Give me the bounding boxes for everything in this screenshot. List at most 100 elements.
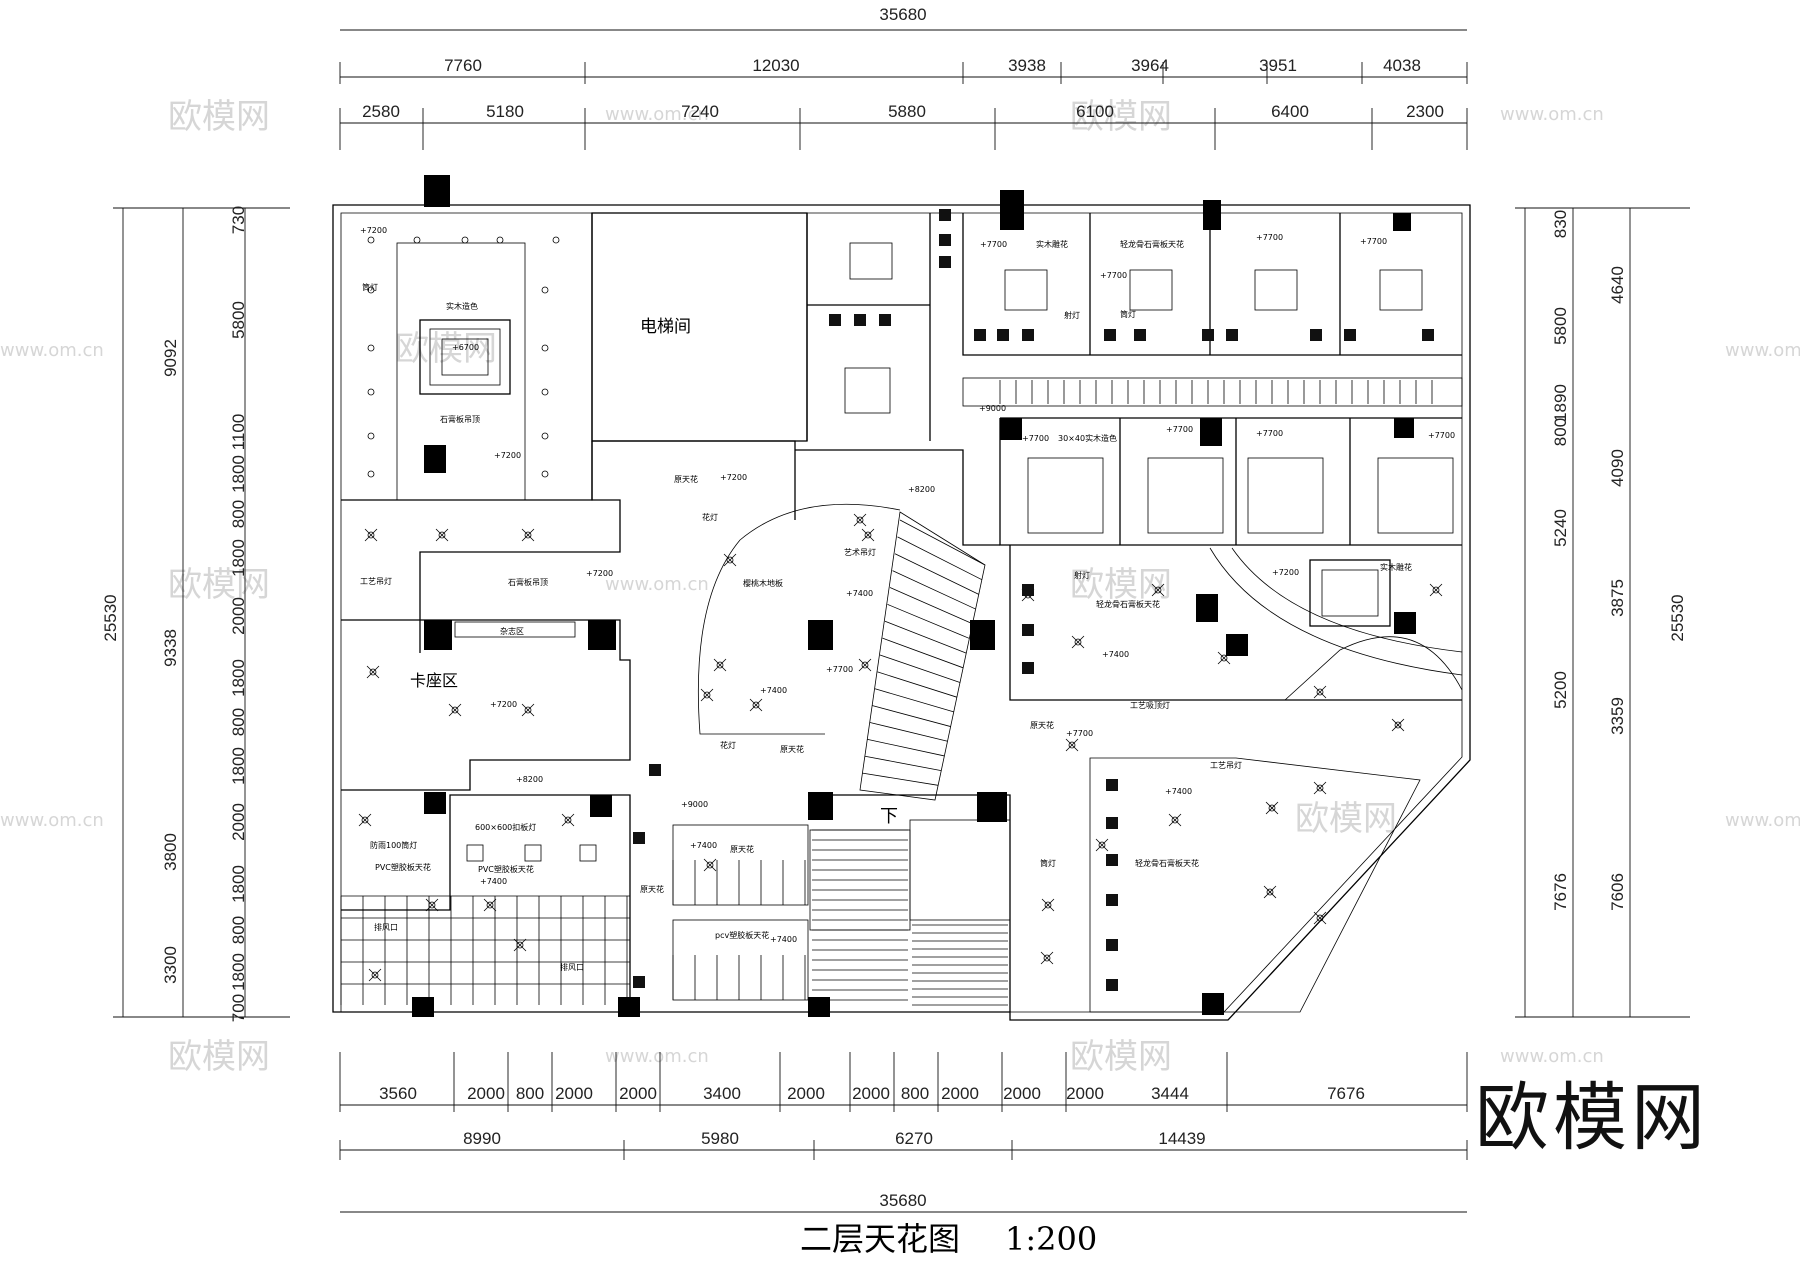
stair-tread — [889, 587, 973, 625]
ceiling-lamp-icon — [703, 858, 717, 872]
ceiling-lamp-icon — [1265, 801, 1279, 815]
column — [424, 620, 452, 650]
svg-text:原天花: 原天花 — [640, 884, 664, 894]
arc-ceiling — [1209, 547, 1463, 676]
column — [424, 175, 450, 207]
svg-text:工艺吊灯: 工艺吊灯 — [360, 576, 392, 586]
grille-light-icon — [974, 329, 986, 341]
wall — [341, 794, 631, 1012]
svg-text:3875: 3875 — [1608, 579, 1627, 617]
column — [588, 620, 616, 650]
dimension-label: 7760 — [444, 56, 482, 75]
grille-light-icon — [633, 832, 645, 844]
svg-text:8990: 8990 — [463, 1129, 501, 1148]
downlight — [413, 236, 421, 244]
svg-text:+7700: +7700 — [1256, 233, 1283, 242]
ceiling-lamp-icon — [1429, 583, 1443, 597]
svg-text:轻龙骨石膏板天花: 轻龙骨石膏板天花 — [1120, 239, 1184, 249]
downlight — [541, 432, 549, 440]
column — [1394, 418, 1414, 438]
svg-text:樱桃木地板: 樱桃木地板 — [743, 578, 783, 588]
downlight — [367, 344, 375, 352]
svg-text:+6700: +6700 — [452, 343, 479, 352]
grille-light-icon — [854, 314, 866, 326]
arc-ceiling — [1231, 547, 1463, 653]
ceiling-lamp-icon — [700, 688, 714, 702]
svg-text:2000: 2000 — [229, 597, 248, 635]
left-dimension-mid: 9092 9338 3800 3300 — [161, 339, 180, 984]
svg-text:艺术吊灯: 艺术吊灯 — [844, 547, 876, 557]
ceiling-lamp-icon — [1263, 885, 1277, 899]
svg-text:1100: 1100 — [229, 414, 248, 451]
svg-text:5800: 5800 — [229, 301, 248, 339]
right-dimension-mid: 4640 4090 3875 3359 7606 — [1608, 266, 1627, 911]
floor-plan: 电梯间 下 卡座区 杂志区 — [332, 204, 1471, 1021]
ceiling-lamp-icon — [723, 553, 737, 567]
dimension-label: 9092 — [161, 339, 180, 377]
dimension-label: 9338 — [161, 629, 180, 667]
column — [1196, 594, 1218, 622]
ceiling-lamp-icon — [1391, 718, 1405, 732]
svg-text:800: 800 — [516, 1084, 544, 1103]
svg-text:7606: 7606 — [1608, 873, 1627, 911]
svg-text:1800: 1800 — [229, 865, 248, 903]
stair-tread — [899, 519, 986, 566]
svg-text:2000: 2000 — [1003, 1084, 1041, 1103]
downlight — [367, 286, 375, 294]
elevator-room — [591, 212, 808, 442]
grille-light-icon — [1022, 624, 1034, 636]
svg-text:+7200: +7200 — [490, 700, 517, 709]
ceiling-lamp-icon — [483, 898, 497, 912]
svg-text:+7700: +7700 — [980, 240, 1007, 249]
downlight — [552, 236, 560, 244]
svg-text:2000: 2000 — [229, 803, 248, 841]
left-dimension-lines — [113, 207, 290, 1018]
svg-text:花灯: 花灯 — [720, 740, 736, 750]
stair-tread — [867, 738, 945, 757]
svg-text:+7700: +7700 — [1066, 729, 1093, 738]
svg-text:+7700: +7700 — [1022, 434, 1049, 443]
light-fixtures — [358, 209, 1443, 991]
svg-text:1800: 1800 — [229, 747, 248, 785]
svg-text:800: 800 — [229, 708, 248, 736]
svg-text:射灯: 射灯 — [1074, 570, 1090, 580]
svg-text:3444: 3444 — [1151, 1084, 1189, 1103]
grille-light-icon — [1422, 329, 1434, 341]
svg-text:+7400: +7400 — [480, 877, 507, 886]
dimension-label: 3938 — [1008, 56, 1046, 75]
grille-light-icon — [1106, 979, 1118, 991]
wall — [795, 449, 1000, 546]
column — [1394, 612, 1416, 634]
ceiling-lamp-icon — [425, 898, 439, 912]
downlight — [541, 286, 549, 294]
svg-text:石膏板吊顶: 石膏板吊顶 — [508, 577, 548, 587]
watermark-layer: 欧模网 欧模网 欧模网 欧模网 欧模网 欧模网 欧模网 欧模网 www.om.c… — [0, 97, 1800, 1077]
top-dimension-row1: 7760 12030 3938 3964 3951 4038 — [444, 56, 1421, 75]
watermark-url: www.om.cn — [1725, 810, 1800, 831]
dimension-left-total: 25530 — [101, 594, 120, 641]
grille-light-icon — [1022, 584, 1034, 596]
svg-text:+7400: +7400 — [760, 686, 787, 695]
svg-text:原天花: 原天花 — [674, 474, 698, 484]
corridor-ceiling — [962, 377, 1463, 407]
svg-text:14439: 14439 — [1158, 1129, 1205, 1148]
column — [808, 620, 833, 650]
grille-light-icon — [879, 314, 891, 326]
right-dimension-inner: 830 5800 1890 800 5240 5200 7676 — [1551, 210, 1570, 911]
ceiling-lamp-icon — [1313, 685, 1327, 699]
ceiling-lamp-icon — [368, 968, 382, 982]
column — [424, 445, 446, 473]
drawing-title: 二层天花图 — [800, 1220, 960, 1258]
grille-light-icon — [1022, 662, 1034, 674]
dimension-label: 7240 — [681, 102, 719, 121]
left-dimension-inner: 730 5800 1100 1800 800 1800 2000 1800 80… — [229, 206, 248, 1022]
column — [1226, 634, 1248, 656]
svg-text:730: 730 — [229, 206, 248, 234]
column — [808, 997, 830, 1017]
column — [618, 997, 640, 1017]
ceiling-lamp-icon — [513, 938, 527, 952]
svg-text:+9000: +9000 — [681, 800, 708, 809]
column — [1000, 418, 1022, 440]
svg-text:+8200: +8200 — [908, 485, 935, 494]
svg-text:4640: 4640 — [1608, 266, 1627, 304]
